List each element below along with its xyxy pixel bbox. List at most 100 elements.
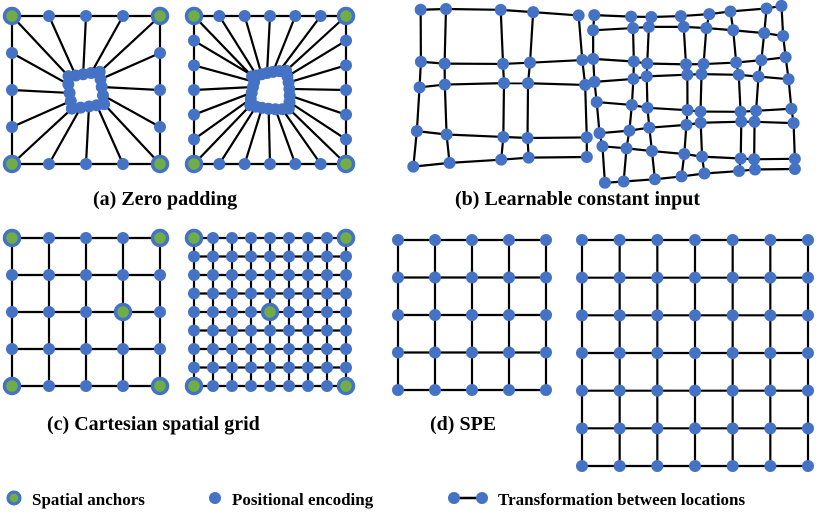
spe-small-node <box>429 271 441 284</box>
zero-pad-large-edge <box>289 94 347 116</box>
learnable-large-edge <box>730 7 767 13</box>
spe-large-node <box>576 384 588 397</box>
zero-pad-large-anchor <box>336 6 356 26</box>
learnable-small-edge <box>527 136 587 140</box>
learnable-large-node <box>733 165 746 178</box>
spe-large-node <box>689 347 701 359</box>
spe-large-node <box>613 460 626 472</box>
cartesian-small-node <box>117 269 129 281</box>
legend-encoding-label: Positional encoding <box>232 490 374 509</box>
learnable-large-edge <box>594 14 632 18</box>
cartesian-large-node <box>283 343 295 355</box>
learnable-large-node <box>788 163 801 176</box>
cartesian-small-anchor <box>150 376 170 396</box>
learnable-large-node <box>734 105 747 118</box>
spe-large-node <box>613 234 626 246</box>
zero-pad-large-anchor <box>184 6 204 26</box>
learnable-large-node <box>750 104 763 117</box>
learnable-small-node <box>438 78 451 91</box>
learnable-small-edge <box>577 15 584 61</box>
learnable-large-node <box>727 24 740 37</box>
cartesian-large-node <box>207 269 219 281</box>
zero-pad-large-node <box>249 71 262 84</box>
cartesian-small-node <box>117 380 129 392</box>
spe-large-node <box>726 347 739 359</box>
learnable-small-node <box>407 160 420 173</box>
cartesian-large-node <box>302 287 314 300</box>
cartesian-small-node <box>117 232 129 244</box>
spe-small-node <box>392 309 404 321</box>
zero-pad-large-edge <box>243 107 264 165</box>
cartesian-large-node <box>226 380 238 392</box>
cartesian-large-node <box>321 287 333 300</box>
spe-small-node <box>466 271 478 284</box>
cartesian-large-node <box>340 250 352 263</box>
cartesian-large-node <box>283 324 295 337</box>
caption-c: (c) Cartesian spatial grid <box>47 413 260 435</box>
cartesian-small-node <box>117 343 129 355</box>
legend: Spatial anchors Positional encoding Tran… <box>6 490 745 509</box>
learnable-small-edge <box>526 83 530 138</box>
spe-large-node <box>576 309 588 322</box>
cartesian-large-node <box>321 343 333 355</box>
spe-large-node <box>651 460 664 472</box>
spe-large-node <box>802 347 814 359</box>
zero-pad-small-node <box>6 47 18 59</box>
zero-pad-large-node <box>314 158 327 170</box>
legend-transform-icon-a <box>448 492 460 504</box>
spe-small-node <box>429 384 441 396</box>
learnable-large-node <box>617 175 630 188</box>
learnable-small-node <box>580 131 593 144</box>
zero-pad-large-edge <box>193 91 253 116</box>
cartesian-large-node <box>207 380 219 392</box>
cartesian-large-node <box>264 287 276 300</box>
zero-pad-large-node <box>188 34 200 47</box>
learnable-large-node <box>648 173 661 186</box>
cartesian-large-node <box>302 250 314 263</box>
cartesian-large-node <box>340 269 352 281</box>
learnable-small-node <box>522 77 535 90</box>
learnable-large-node <box>758 27 771 40</box>
learnable-small-edge <box>443 84 448 135</box>
learnable-large-node <box>695 68 708 81</box>
zero-pad-small-node <box>96 89 109 102</box>
spe-large-node <box>576 347 588 359</box>
learnable-small-edge <box>527 82 586 87</box>
cartesian-large-node <box>321 250 333 263</box>
spe-large-node <box>802 384 814 397</box>
learnable-large-node <box>625 98 638 111</box>
zero-pad-large-node <box>340 133 352 146</box>
learnable-small-node <box>572 9 585 22</box>
cartesian-large-node <box>340 361 352 374</box>
learnable-small-edge <box>449 158 502 164</box>
cartesian-large-node <box>226 269 238 281</box>
learnable-large-node <box>732 68 745 81</box>
cartesian-large-node <box>207 232 219 244</box>
cartesian-large-node <box>302 306 314 318</box>
spe-large-node <box>689 422 701 435</box>
learnable-large-node <box>681 68 694 81</box>
cartesian-large-node <box>245 306 257 318</box>
learnable-small-edge <box>533 11 579 17</box>
cartesian-small-node <box>43 269 55 281</box>
cartesian-large-node <box>321 361 333 374</box>
cartesian-large-node <box>245 324 257 337</box>
zero-pad-small-node <box>62 78 75 91</box>
spe-small-node <box>540 234 552 246</box>
cartesian-large-node <box>264 250 276 263</box>
cartesian-large-anchor <box>260 302 280 322</box>
learnable-large-node <box>641 57 654 70</box>
spe-large-node <box>764 422 777 435</box>
learnable-small-edge <box>528 155 587 159</box>
cartesian-large-node <box>245 232 257 244</box>
cartesian-large-node <box>283 232 295 244</box>
spe-small-node <box>392 346 404 359</box>
learnable-large-node <box>675 170 688 183</box>
learnable-large-node <box>677 20 690 33</box>
zero-pad-large-edge <box>267 108 272 165</box>
spe-small-node <box>429 309 441 321</box>
spe-small-node <box>540 271 552 284</box>
learnable-large-edge <box>702 27 708 65</box>
zero-pad-small-node <box>6 84 18 96</box>
learnable-small-edge <box>446 133 504 139</box>
